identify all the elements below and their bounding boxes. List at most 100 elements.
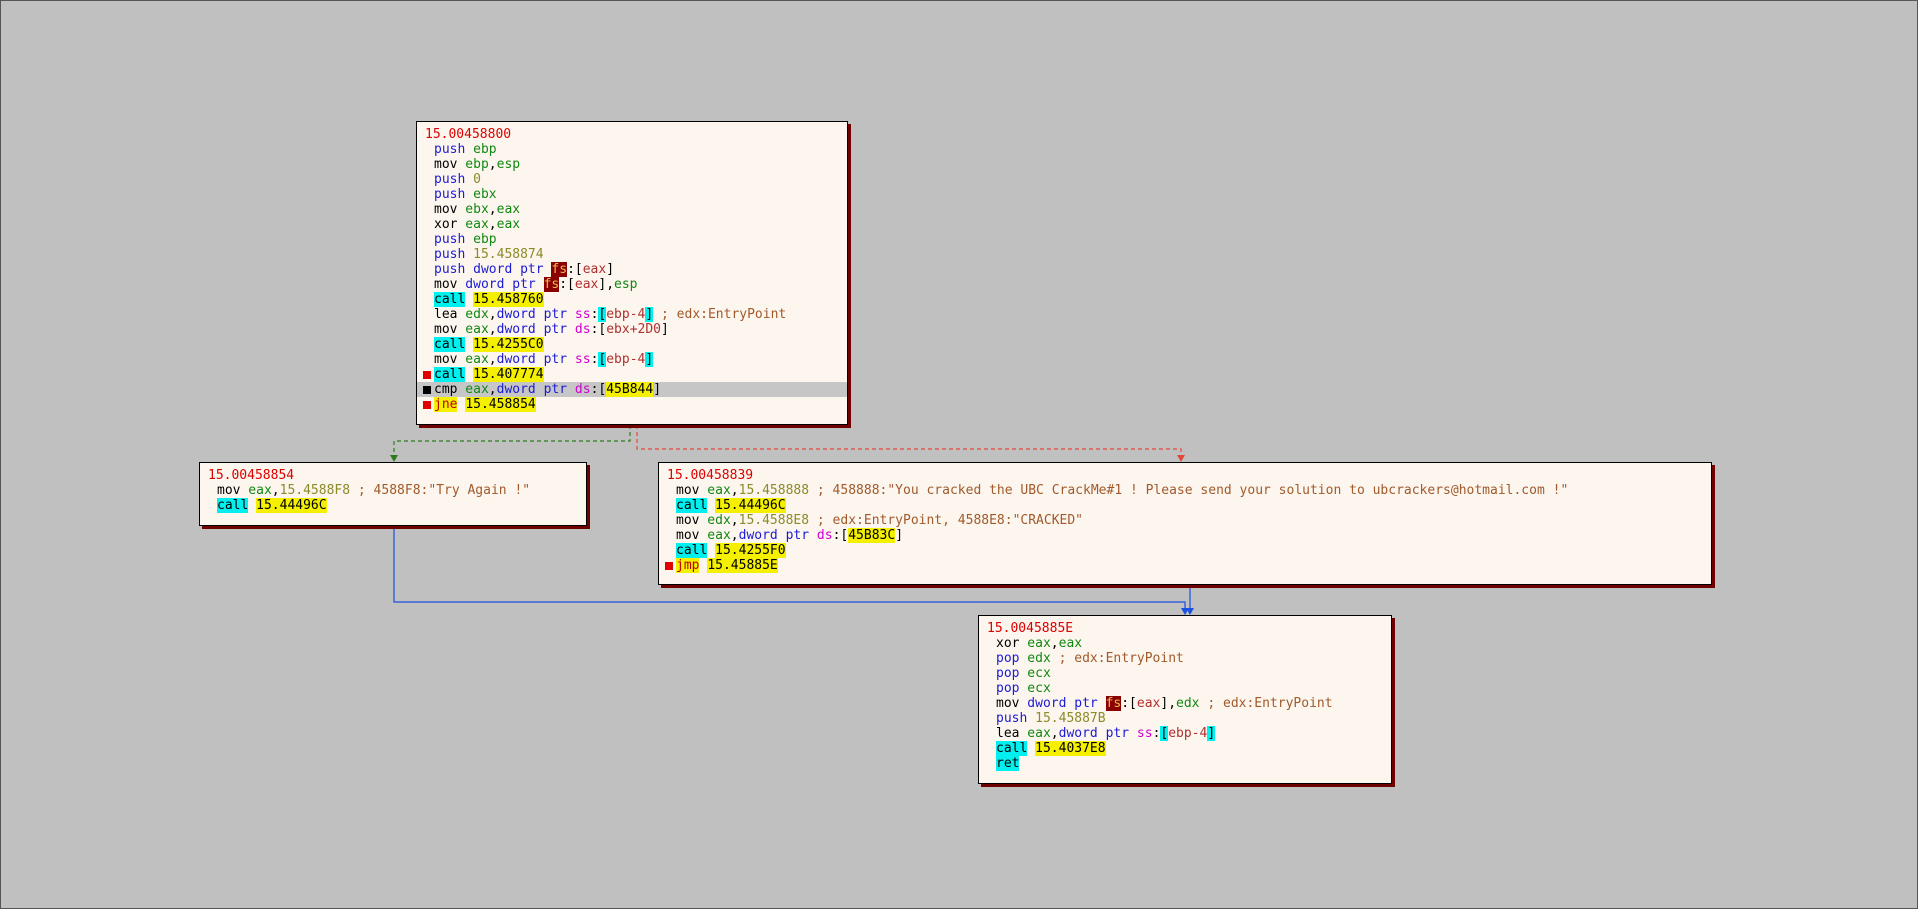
instruction-line[interactable]: call 15.4037E8: [979, 741, 1391, 756]
instruction-line[interactable]: call 15.44496C: [200, 498, 586, 513]
instruction-line[interactable]: push ebp: [417, 232, 847, 247]
instruction-line[interactable]: mov eax,dword ptr ds:[45B83C]: [659, 528, 1711, 543]
operand: ],: [1160, 696, 1177, 711]
mnemonic: mov: [676, 513, 700, 528]
operand: eax: [699, 483, 731, 498]
mnemonic: mov: [434, 157, 458, 172]
operand: dword ptr: [496, 322, 575, 337]
instruction-line[interactable]: call 15.458760: [417, 292, 847, 307]
mnemonic: pop: [996, 681, 1020, 696]
instruction-line[interactable]: xor eax,eax: [417, 217, 847, 232]
instruction-line[interactable]: push dword ptr fs:[eax]: [417, 262, 847, 277]
instruction-line[interactable]: jne 15.458854: [417, 397, 847, 412]
breakpoint-icon[interactable]: [665, 562, 673, 570]
mnemonic: call: [434, 292, 466, 307]
operand: [248, 498, 256, 513]
address-operand[interactable]: 15.4037E8: [1035, 741, 1106, 756]
operand: ,: [488, 202, 497, 217]
operand: ,: [730, 528, 739, 543]
instruction-line[interactable]: mov eax,dword ptr ds:[ebx+2D0]: [417, 322, 847, 337]
mnemonic: jmp: [676, 558, 700, 573]
instruction-line[interactable]: pop ecx: [979, 681, 1391, 696]
instruction-line[interactable]: call 15.44496C: [659, 498, 1711, 513]
mnemonic: mov: [434, 277, 458, 292]
instruction-line[interactable]: mov dword ptr fs:[eax],edx ; edx:EntryPo…: [979, 696, 1391, 711]
block-address-label[interactable]: 15.00458800: [425, 127, 512, 142]
block-address-label[interactable]: 15.0045885E: [987, 621, 1074, 636]
operand: ebp-4: [606, 307, 646, 322]
breakpoint-icon[interactable]: [423, 371, 431, 379]
address-operand[interactable]: 15.4255C0: [473, 337, 544, 352]
operand: ]: [895, 528, 904, 543]
operand: ,: [488, 307, 497, 322]
instruction-line[interactable]: call 15.407774: [417, 367, 847, 382]
operand: 15.4588E8: [738, 513, 810, 528]
operand: eax: [496, 217, 521, 232]
instruction-line[interactable]: mov ebx,eax: [417, 202, 847, 217]
operand: fs: [1105, 696, 1122, 711]
operand: :[: [567, 262, 583, 277]
instruction-line[interactable]: ret: [979, 756, 1391, 771]
mnemonic: jne: [434, 397, 458, 412]
address-operand[interactable]: 15.44496C: [256, 498, 327, 513]
instruction-line[interactable]: mov eax,dword ptr ss:[ebp-4]: [417, 352, 847, 367]
instruction-line[interactable]: push 15.458874: [417, 247, 847, 262]
address-operand[interactable]: 15.44496C: [715, 498, 786, 513]
instruction-line[interactable]: jmp 15.45885E: [659, 558, 1711, 573]
operand: ]: [653, 382, 662, 397]
instruction-line[interactable]: call 15.4255C0: [417, 337, 847, 352]
instruction-line[interactable]: call 15.4255F0: [659, 543, 1711, 558]
breakpoint-icon[interactable]: [423, 401, 431, 409]
address-operand[interactable]: 45B844: [606, 382, 654, 397]
instruction-line[interactable]: cmp eax,dword ptr ds:[45B844]: [417, 382, 847, 397]
operand: ,: [488, 352, 497, 367]
mnemonic: call: [996, 741, 1028, 756]
operand: ebp: [465, 232, 497, 247]
operand: dword ptr: [457, 277, 544, 292]
instruction-line[interactable]: lea eax,dword ptr ss:[ebp-4]: [979, 726, 1391, 741]
operand: ,: [1050, 726, 1059, 741]
operand: ss: [574, 307, 591, 322]
operand: eax: [1019, 636, 1051, 651]
instruction-line[interactable]: push 0: [417, 172, 847, 187]
instruction-line[interactable]: mov eax,15.458888 ; 458888:"You cracked …: [659, 483, 1711, 498]
address-operand[interactable]: 15.407774: [473, 367, 544, 382]
instruction-line[interactable]: pop edx ; edx:EntryPoint: [979, 651, 1391, 666]
mnemonic: mov: [996, 696, 1020, 711]
instruction-line[interactable]: mov edx,15.4588E8 ; edx:EntryPoint, 4588…: [659, 513, 1711, 528]
operand: dword ptr: [1058, 726, 1137, 741]
address-operand[interactable]: 45B83C: [848, 528, 896, 543]
instruction-line[interactable]: push ebp: [417, 142, 847, 157]
instruction-line[interactable]: lea edx,dword ptr ss:[ebp-4] ; edx:Entry…: [417, 307, 847, 322]
instruction-line[interactable]: mov ebp,esp: [417, 157, 847, 172]
block-address-label[interactable]: 15.00458839: [667, 468, 754, 483]
instruction-line[interactable]: push ebx: [417, 187, 847, 202]
instruction-line[interactable]: mov dword ptr fs:[eax],esp: [417, 277, 847, 292]
instruction-line[interactable]: mov eax,15.4588F8 ; 4588F8:"Try Again !": [200, 483, 586, 498]
instruction-line[interactable]: push 15.45887B: [979, 711, 1391, 726]
operand: ,: [271, 483, 280, 498]
address-operand[interactable]: 15.45885E: [707, 558, 778, 573]
operand: ,: [488, 322, 497, 337]
operand: ss: [1136, 726, 1153, 741]
operand: dword ptr: [496, 307, 575, 322]
operand: edx: [457, 307, 489, 322]
block-address-label[interactable]: 15.00458854: [208, 468, 295, 483]
instruction-line[interactable]: pop ecx: [979, 666, 1391, 681]
address-operand[interactable]: 15.4255F0: [715, 543, 786, 558]
mnemonic: xor: [434, 217, 458, 232]
instruction-line[interactable]: xor eax,eax: [979, 636, 1391, 651]
operand: eax: [699, 528, 731, 543]
mnemonic: mov: [676, 483, 700, 498]
mnemonic: mov: [217, 483, 241, 498]
current-ip-marker-icon[interactable]: [423, 386, 431, 394]
operand: :[: [590, 382, 607, 397]
comment: ; edx:EntryPoint: [653, 307, 787, 322]
operand: ebx: [457, 202, 489, 217]
address-operand[interactable]: 15.458854: [465, 397, 536, 412]
address-operand[interactable]: 15.458760: [473, 292, 544, 307]
